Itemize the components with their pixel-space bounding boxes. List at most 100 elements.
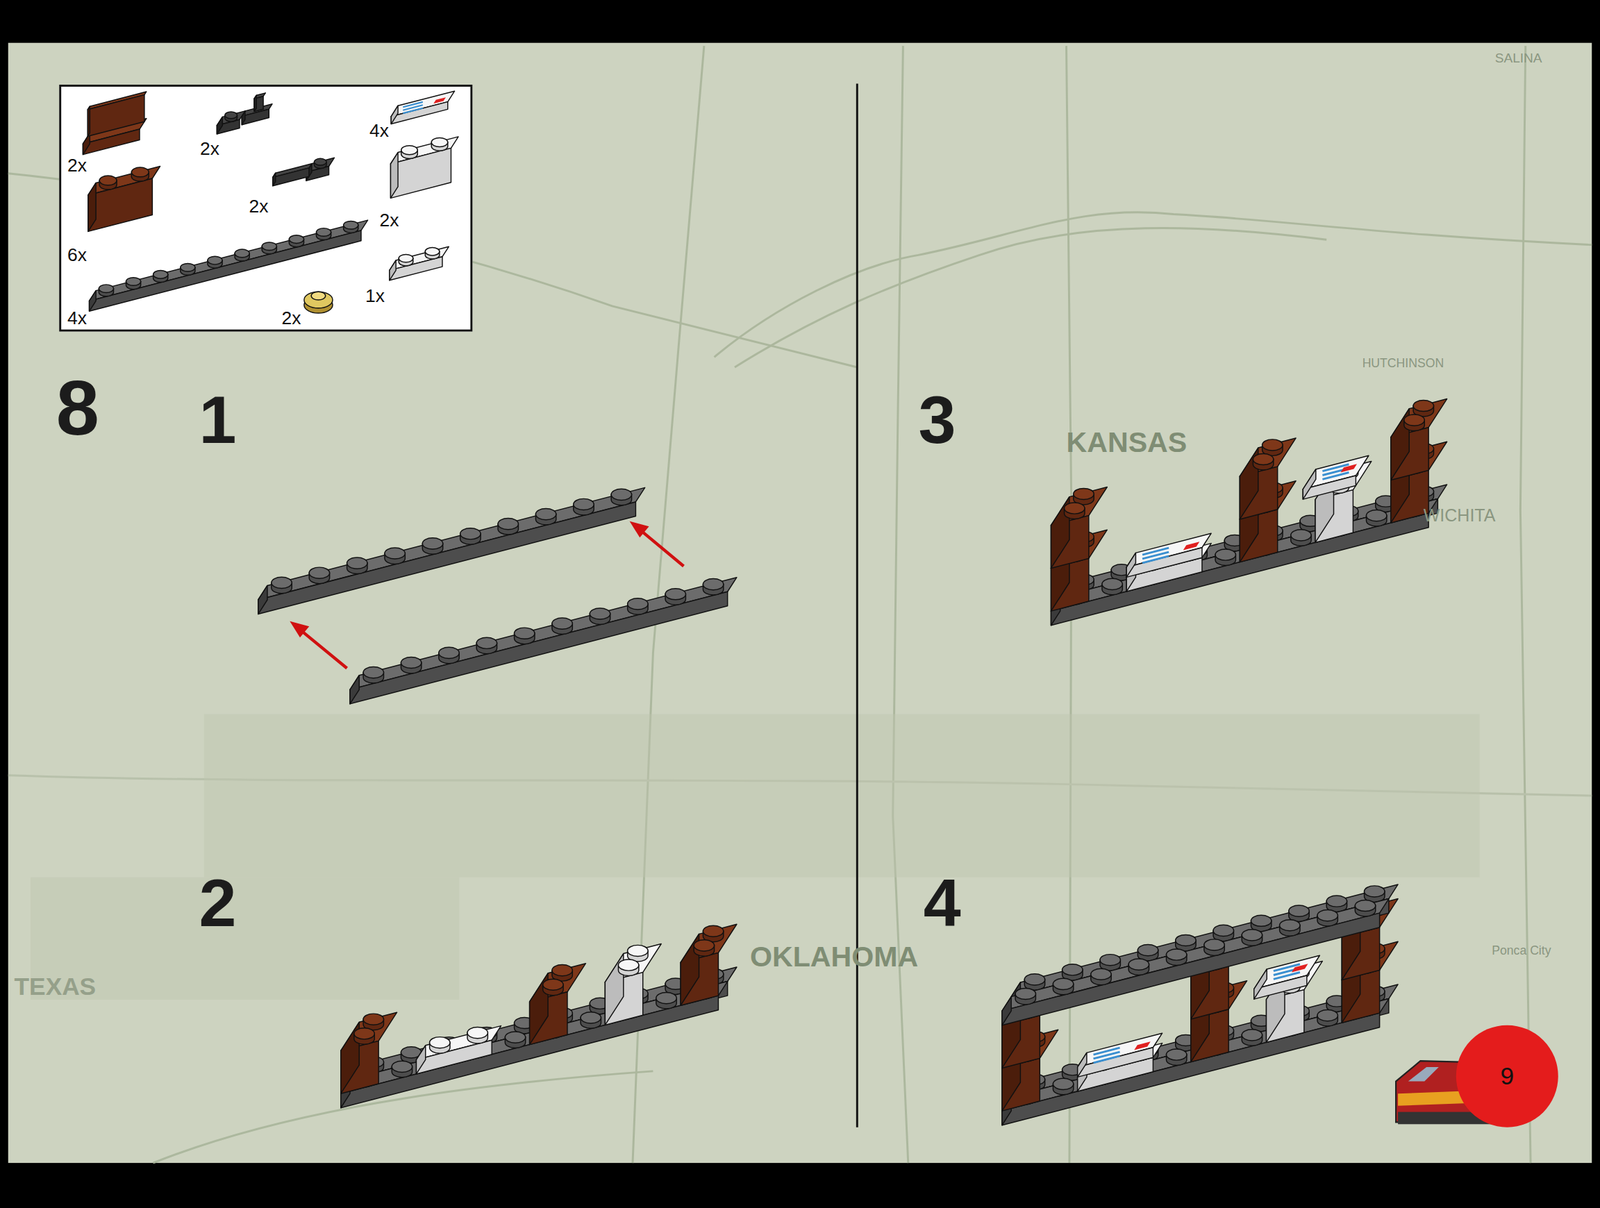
round-plate bbox=[304, 291, 333, 314]
sub-step-number: 3 bbox=[918, 385, 956, 453]
stud bbox=[514, 627, 535, 639]
stud bbox=[497, 518, 519, 530]
brick-side bbox=[1002, 997, 1012, 1026]
stud bbox=[552, 618, 573, 630]
stud bbox=[580, 1012, 601, 1024]
stud bbox=[180, 263, 196, 272]
stud bbox=[467, 1027, 488, 1039]
stud bbox=[627, 945, 648, 957]
brick-side bbox=[87, 106, 90, 137]
brick-front bbox=[1077, 1047, 1154, 1078]
part-count: 1x bbox=[365, 286, 385, 305]
sub-step-number: 1 bbox=[199, 385, 237, 453]
tile-print bbox=[1134, 1041, 1151, 1050]
brick-side bbox=[390, 152, 398, 199]
stud bbox=[1128, 959, 1149, 971]
stud bbox=[309, 567, 330, 579]
stud bbox=[1288, 905, 1310, 917]
stud bbox=[1317, 910, 1338, 922]
brick-side bbox=[254, 95, 257, 112]
stud bbox=[363, 1013, 384, 1025]
tile-print bbox=[1273, 972, 1300, 980]
stud bbox=[611, 488, 632, 500]
stud bbox=[1024, 974, 1045, 986]
stud bbox=[656, 993, 677, 1005]
stud bbox=[1175, 934, 1196, 946]
map-label: SALINA bbox=[1495, 50, 1543, 64]
part-count: 6x bbox=[67, 245, 87, 264]
brick-side bbox=[272, 172, 276, 187]
brick-top bbox=[1011, 884, 1398, 998]
stud bbox=[347, 557, 368, 569]
map-label: Ponca City bbox=[1491, 945, 1551, 958]
brick-top bbox=[1002, 899, 1389, 1012]
stud bbox=[552, 965, 573, 977]
brick-front bbox=[88, 178, 153, 232]
stud bbox=[1354, 900, 1375, 912]
stud bbox=[1252, 453, 1273, 465]
stud bbox=[131, 167, 149, 178]
stud bbox=[1064, 502, 1085, 514]
tile-print bbox=[1142, 556, 1169, 564]
brick-top bbox=[89, 220, 369, 301]
stud bbox=[618, 959, 639, 971]
stud bbox=[476, 637, 497, 649]
stud bbox=[1290, 529, 1312, 541]
stud bbox=[398, 254, 414, 262]
stud bbox=[1052, 1078, 1073, 1090]
tile-print bbox=[1322, 472, 1349, 480]
stud bbox=[573, 498, 594, 510]
stud bbox=[1317, 1010, 1338, 1022]
stud bbox=[234, 249, 250, 258]
part-count: 4x bbox=[67, 309, 87, 328]
stud bbox=[1166, 1049, 1187, 1061]
stud bbox=[504, 1031, 525, 1044]
map-label: HUTCHINSON bbox=[1362, 356, 1445, 370]
brick-side bbox=[258, 585, 268, 614]
stud bbox=[225, 111, 238, 119]
stud bbox=[99, 175, 117, 186]
stud bbox=[1102, 578, 1123, 590]
stud bbox=[98, 284, 114, 294]
stud bbox=[1364, 886, 1385, 898]
stud bbox=[693, 940, 714, 952]
stud bbox=[207, 256, 223, 265]
stud bbox=[153, 270, 169, 280]
brick-front bbox=[272, 168, 310, 187]
brick-front bbox=[390, 102, 448, 125]
tile-print bbox=[433, 97, 446, 104]
brick-front bbox=[416, 1040, 493, 1075]
stud bbox=[288, 235, 304, 244]
stud bbox=[1326, 895, 1347, 907]
page-number: 9 bbox=[1500, 1064, 1514, 1089]
stud bbox=[401, 145, 419, 155]
brick-side bbox=[416, 1045, 426, 1075]
brick-side bbox=[390, 105, 398, 124]
tile-print bbox=[1183, 541, 1200, 550]
brick-front bbox=[390, 147, 451, 198]
stud bbox=[1262, 439, 1283, 451]
stud bbox=[1250, 915, 1271, 927]
stud bbox=[261, 242, 277, 251]
stud bbox=[1073, 488, 1094, 500]
brick-side bbox=[1126, 552, 1136, 578]
map-background bbox=[8, 43, 1592, 1164]
page-number-circle: 9 bbox=[1456, 1025, 1559, 1128]
brick-front bbox=[258, 502, 637, 615]
stud bbox=[1213, 925, 1234, 937]
stud bbox=[1062, 964, 1083, 976]
stud bbox=[1090, 968, 1112, 980]
stud bbox=[1100, 954, 1121, 966]
stud bbox=[543, 979, 564, 991]
brick-front bbox=[89, 230, 362, 312]
sub-step-number: 2 bbox=[199, 869, 237, 937]
map-label: TEXAS bbox=[14, 974, 97, 999]
brick-front bbox=[389, 256, 443, 281]
placement-arrows bbox=[289, 521, 684, 669]
sub-step-number: 4 bbox=[923, 869, 962, 937]
brick-top bbox=[350, 577, 737, 691]
stud bbox=[431, 137, 448, 147]
stud bbox=[1241, 929, 1262, 941]
brick-side bbox=[1254, 969, 1268, 1000]
